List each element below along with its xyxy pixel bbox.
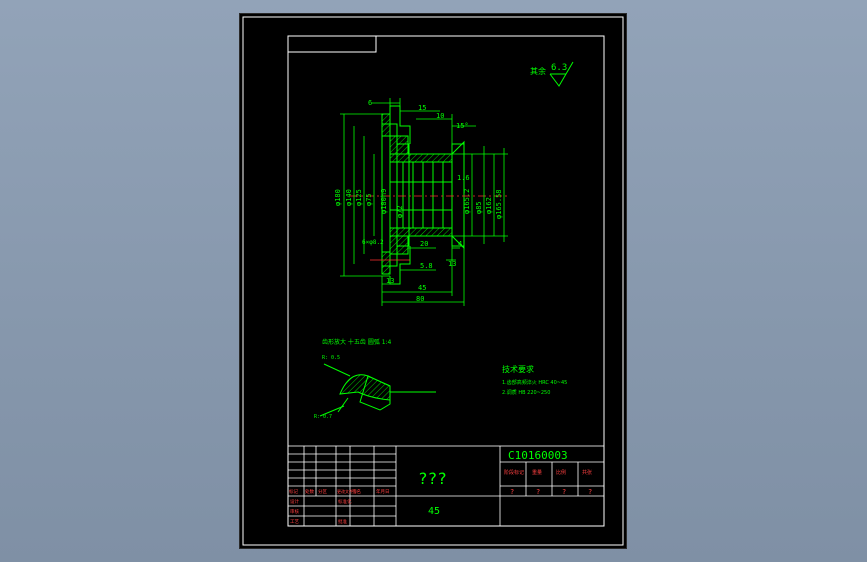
role-review: 审核 [290, 508, 299, 515]
material: 45 [428, 506, 440, 517]
dim-top-6: 6 [368, 99, 372, 107]
left-dimension-lines [340, 113, 390, 277]
role-design: 设计 [290, 498, 299, 505]
label-zone: 分区 [318, 488, 327, 495]
role-process: 工艺 [290, 519, 299, 525]
dim-bottom-5: 5.8 [420, 262, 433, 270]
dim-bottom-80: 80 [416, 295, 424, 303]
tech-line-2: 2.调质 HB 220~250 [502, 389, 550, 396]
title-block [287, 445, 605, 527]
dim-bottom-13b: 13 [448, 260, 456, 268]
part-name: ??? [418, 469, 447, 488]
col-header-4: 共张 [582, 469, 592, 476]
drawing-sheet[interactable]: 其余 6.3 [239, 13, 627, 549]
dim-bottom-45: 45 [418, 284, 426, 292]
col-value-1: ? [510, 488, 514, 496]
dim-d140: φ140 [345, 189, 353, 206]
tech-line-1: 1.齿部高频淬火 HRC 40~45 [502, 379, 567, 386]
col-header-1: 阶段标记 [504, 469, 524, 476]
dim-d125: φ125 [355, 189, 363, 206]
roughness-symbol: 其余 6.3 [530, 61, 574, 87]
col-value-3: ? [562, 488, 566, 496]
label-date: 年月日 [376, 488, 390, 495]
drawing-number: C10160003 [508, 449, 568, 462]
dim-angle-15: 15° [456, 122, 469, 130]
tooth-detail [319, 363, 436, 417]
dim-right3: φ165.58 [495, 189, 503, 219]
role-approve: 批准 [338, 518, 347, 525]
col-value-4: ? [588, 488, 592, 496]
svg-text:6.3: 6.3 [551, 63, 567, 73]
label-mark: 标记 [289, 488, 298, 495]
detail-r2: R: 0.7 [314, 414, 332, 420]
code-box [287, 35, 377, 53]
dim-bottom-4: 4 [458, 240, 462, 248]
dim-top-10: 10 [436, 112, 444, 120]
detail-note: 齿形放大 十五齿 圆弧 1:4 [322, 338, 392, 346]
col-header-3: 比例 [556, 469, 566, 476]
label-change-doc: 更改文件号 [337, 488, 357, 494]
cad-viewport[interactable]: 其余 6.3 [240, 14, 626, 548]
col-value-2: ? [536, 488, 540, 496]
role-standard: 标准化 [338, 498, 352, 505]
top-dimension-lines [372, 98, 476, 154]
dim-d72: φ72 [396, 205, 404, 218]
col-header-2: 重量 [532, 469, 542, 476]
gear-section-view [381, 105, 465, 285]
dim-top-15: 15 [418, 104, 426, 112]
dim-left-chamfer: 6×φ8.2 [362, 239, 384, 246]
dim-pitch: φ165.2 [463, 189, 471, 214]
label-count: 处数 [305, 488, 314, 495]
dim-right1: φ85 [475, 201, 483, 214]
detail-r1: R: 0.5 [322, 355, 340, 361]
dim-1-6: 1.6 [457, 174, 470, 182]
dim-right2: φ162 [485, 197, 493, 214]
dim-d75: φ75 [365, 193, 373, 206]
dim-bottom-20: 20 [420, 240, 428, 248]
dim-bottom-13a: 13 [386, 277, 394, 285]
right-dimension-lines [452, 146, 508, 244]
outer-frame [242, 16, 624, 546]
svg-text:其余: 其余 [530, 66, 546, 76]
dim-hub: φ180h9 [380, 189, 388, 214]
label-sign: 签名 [352, 488, 361, 495]
dim-d180: φ180 [334, 189, 342, 206]
tech-title: 技术要求 [502, 364, 534, 374]
bottom-dimension-lines [381, 246, 465, 306]
